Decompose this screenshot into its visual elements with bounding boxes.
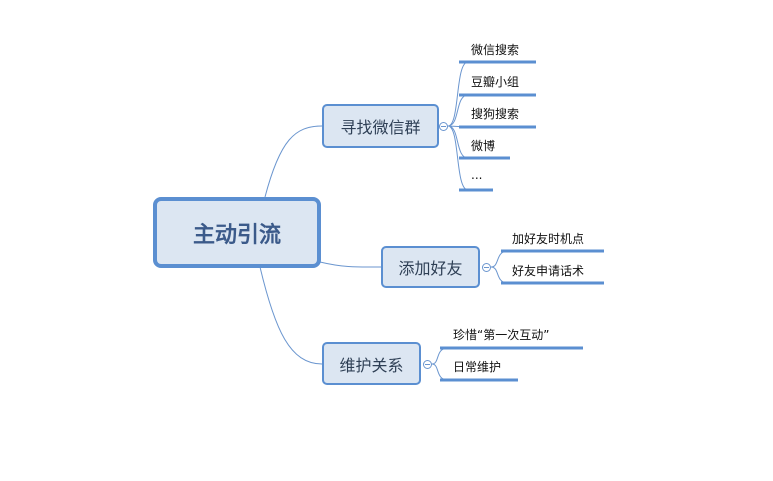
subtopic[interactable]: 微博: [471, 139, 496, 153]
topic-maintain-relations[interactable]: 维护关系: [322, 342, 421, 385]
subtopic[interactable]: 珍惜“第一次互动”: [453, 328, 550, 342]
subtopic[interactable]: ...: [471, 168, 483, 182]
topic-add-friends[interactable]: 添加好友: [381, 246, 480, 288]
subtopic[interactable]: 搜狗搜索: [471, 107, 520, 121]
collapse-icon[interactable]: [482, 263, 491, 272]
collapse-icon[interactable]: [439, 122, 448, 131]
subtopic[interactable]: 日常维护: [453, 360, 502, 374]
subtopic[interactable]: 豆瓣小组: [471, 75, 520, 89]
root-topic[interactable]: 主动引流: [153, 197, 321, 268]
subtopic[interactable]: 加好友时机点: [512, 232, 585, 246]
topic-find-wechat-groups[interactable]: 寻找微信群: [322, 104, 439, 148]
collapse-icon[interactable]: [423, 360, 432, 369]
subtopic[interactable]: 好友申请话术: [512, 264, 585, 278]
subtopic[interactable]: 微信搜索: [471, 43, 520, 57]
